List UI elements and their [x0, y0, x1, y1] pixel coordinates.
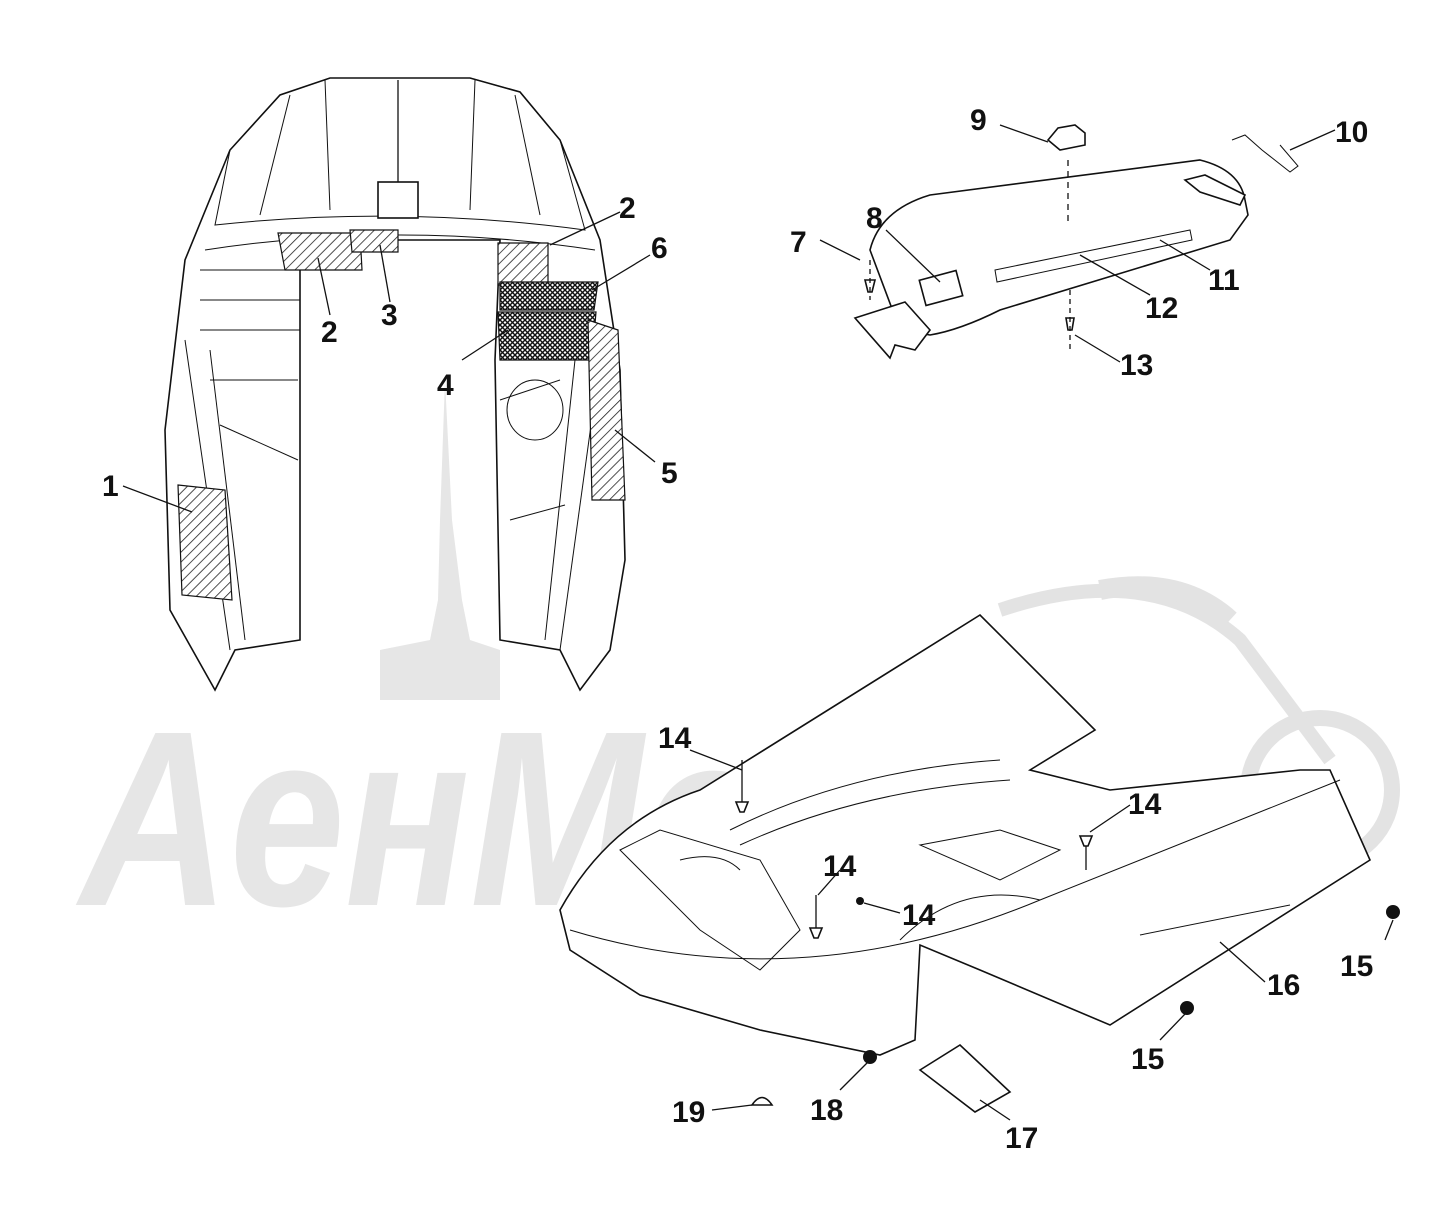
- pad-item-6: [499, 281, 599, 311]
- pad-item-1: [177, 484, 233, 601]
- watermark-spire-icon: [380, 380, 500, 700]
- callout-11: 11: [1208, 264, 1240, 297]
- callout-10: 10: [1335, 116, 1368, 149]
- callout-14a: 14: [658, 722, 692, 755]
- wire-item-10: [1231, 134, 1299, 173]
- pad-item-2-right: [497, 242, 549, 286]
- clip-item-9: [1046, 124, 1086, 151]
- callout-7: 7: [790, 226, 807, 259]
- belly-pan-assembly: [559, 613, 1400, 1113]
- callout-labels: 1 2 2 3 4 5 6 7 8 9 10 11 12 13 14 14 14…: [102, 104, 1373, 1155]
- side-panel-assembly: [853, 124, 1299, 360]
- callout-12: 12: [1145, 292, 1178, 325]
- grommet-item-15a: [1386, 905, 1400, 919]
- plate-item-17: [918, 1043, 1012, 1113]
- callout-2a: 2: [619, 192, 636, 225]
- pad-item-2-left: [277, 232, 363, 271]
- callout-9: 9: [970, 104, 987, 137]
- callout-13: 13: [1120, 349, 1153, 382]
- callout-5: 5: [661, 457, 678, 490]
- callout-8: 8: [866, 202, 883, 235]
- callout-2b: 2: [321, 316, 338, 349]
- callout-14b: 14: [1128, 788, 1162, 821]
- callout-4: 4: [437, 369, 454, 402]
- leader-lines: [122, 124, 1394, 1121]
- hood-assembly: [164, 77, 626, 692]
- fastener-item-7: [863, 279, 877, 293]
- pad-item-4: [497, 311, 597, 361]
- pad-item-3: [349, 229, 399, 253]
- callout-15b: 15: [1131, 1043, 1164, 1076]
- callout-18: 18: [810, 1094, 843, 1127]
- callout-6: 6: [651, 232, 668, 265]
- callout-3: 3: [381, 299, 398, 332]
- callout-16: 16: [1267, 969, 1300, 1002]
- callout-1: 1: [102, 470, 119, 503]
- callout-19: 19: [672, 1096, 705, 1129]
- callout-14d: 14: [902, 899, 936, 932]
- callout-17: 17: [1005, 1122, 1038, 1155]
- grommet-item-18: [863, 1050, 877, 1064]
- plug-item-19: [750, 1096, 774, 1106]
- grommet-item-15b: [1180, 1001, 1194, 1015]
- fastener-item-13: [1065, 317, 1075, 331]
- pad-item-5: [587, 319, 626, 501]
- callout-15a: 15: [1340, 950, 1373, 983]
- callout-14c: 14: [823, 850, 857, 883]
